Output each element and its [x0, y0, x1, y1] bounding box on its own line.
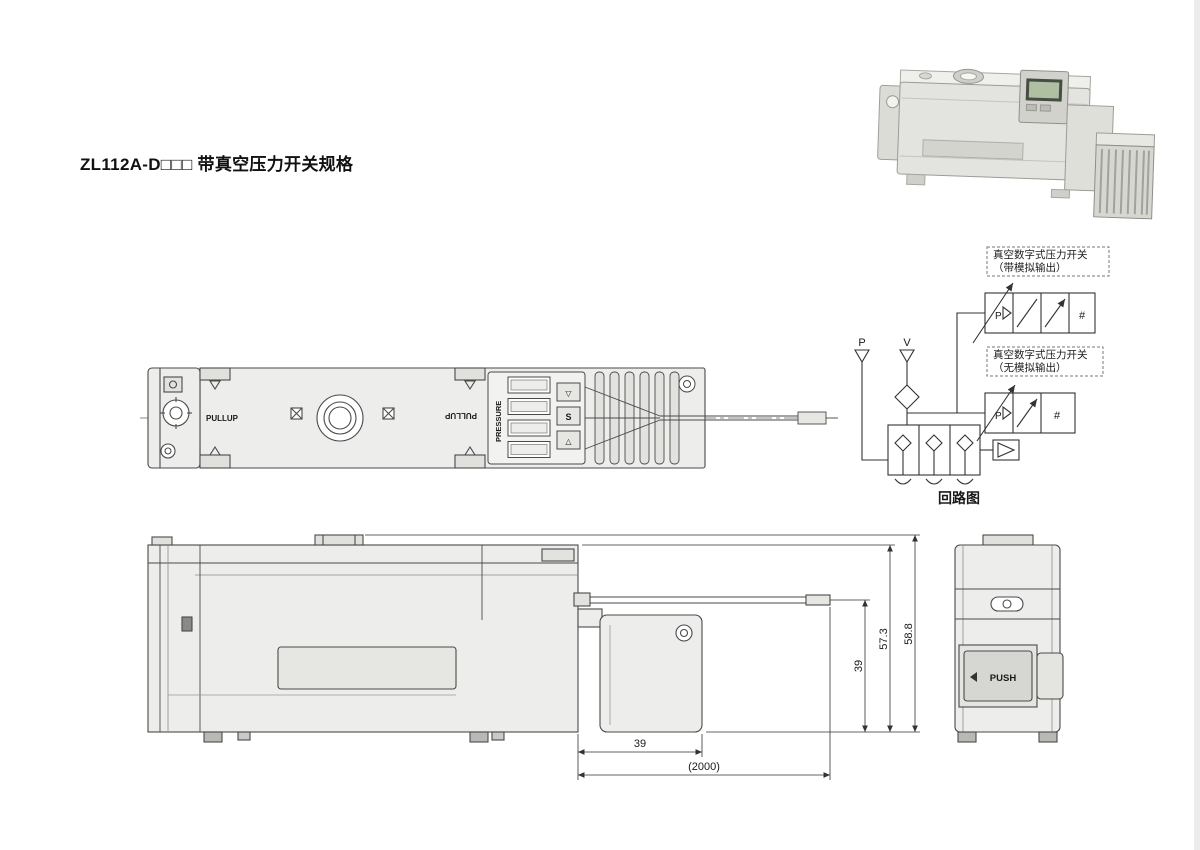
symbol-hash-bottom: # [1054, 410, 1061, 422]
product-photo-render [877, 68, 1156, 220]
product-photo [877, 68, 1156, 220]
end-view-drawing: PUSH [954, 534, 1064, 743]
page-edge-shadow [1194, 0, 1200, 850]
mark-triangle-icon [464, 445, 476, 456]
port-v-triangle-icon [899, 349, 915, 364]
mounting-foot [1038, 731, 1058, 743]
port-marker [163, 376, 183, 393]
pressure-switch-symbol-top [984, 292, 1096, 334]
dimension-lines [365, 534, 920, 780]
cable-top-view [584, 386, 838, 450]
screw-hole [675, 624, 693, 642]
adjust-arrow-icon [972, 282, 1014, 344]
symbol-hash-top: # [1079, 310, 1086, 322]
check-valve-icon [894, 434, 912, 452]
push-arrow-icon [970, 672, 977, 682]
push-label: PUSH [990, 673, 1017, 684]
exhaust-icon [894, 478, 912, 485]
screw-hole [678, 375, 696, 393]
switch-top-label-1: 真空数字式压力开关 [993, 248, 1088, 261]
end-view-body [954, 534, 1064, 743]
button-up [556, 430, 581, 450]
cable-connector [805, 594, 831, 606]
mark-triangle-icon [209, 380, 221, 391]
label-box-top [986, 246, 1110, 277]
recess-pocket [277, 646, 457, 690]
top-view-drawing: PULLUP PULLUP PRESSURE ▽ S △ [140, 367, 840, 469]
dim-cable-height: 39 [853, 660, 865, 672]
symbol-p-top: P [995, 311, 1002, 322]
mounting-hole [886, 95, 900, 109]
dim-switch-width: 39 [634, 738, 646, 750]
adjust-arrow-icon [976, 384, 1016, 442]
mark-triangle-icon [464, 380, 476, 391]
filter-icon [894, 384, 920, 410]
page-title: ZL112A-D□□□ 带真空压力开关规格 [80, 155, 354, 174]
button-set [556, 406, 581, 426]
vacuum-port [162, 399, 190, 427]
dim-body-height: 57.3 [878, 628, 890, 649]
port-p-label: P [858, 337, 865, 349]
pullup-right-label: PULLUP [444, 411, 477, 420]
symbol-p-bottom: P [995, 411, 1002, 422]
dim-total-height: 58.8 [903, 623, 915, 644]
side-tab [1036, 652, 1064, 700]
pullup-left-label: PULLUP [206, 414, 239, 423]
circuit-diagram: 真空数字式压力开关 （带模拟输出） 真空数字式压力开关 （无模拟输出） P V [854, 246, 1110, 506]
top-port-boss [314, 534, 364, 546]
port-p-triangle-icon [854, 349, 870, 364]
switch-top-label-2: （带模拟输出） [993, 261, 1067, 274]
exhaust-icon [925, 478, 943, 485]
latch-detail [181, 616, 193, 632]
button-up-icon: △ [565, 437, 572, 446]
check-valve-icon [925, 434, 943, 452]
button-down-icon: ▽ [565, 389, 572, 398]
label-strip [922, 139, 1024, 160]
button-set-label: S [565, 412, 571, 422]
cable-connector [797, 411, 827, 425]
circuit-lines [854, 282, 1096, 485]
pressure-switch-symbol-bottom [984, 392, 1076, 434]
dim-cable-length: (2000) [688, 761, 720, 773]
mounting-foot [203, 731, 223, 743]
slot-detail [990, 596, 1024, 612]
label-box-bottom [986, 346, 1104, 377]
check-valve-icon [956, 434, 974, 452]
button-down [556, 382, 581, 402]
pressure-label: PRESSURE [494, 401, 503, 442]
mounting-foot [469, 731, 489, 743]
mark-triangle-icon [209, 445, 221, 456]
cable-exit [573, 592, 591, 607]
switch-bottom-label-2: （无模拟输出） [993, 361, 1067, 374]
silencer-fins [1098, 149, 1150, 215]
switch-body-side [599, 614, 703, 733]
side-view-body [147, 534, 831, 743]
exhaust-icon [956, 478, 974, 485]
switch-module-top-view [487, 371, 586, 465]
release-button [963, 650, 1033, 702]
switch-bottom-label-1: 真空数字式压力开关 [993, 348, 1088, 361]
circuit-caption: 回路图 [938, 490, 980, 506]
port-v-label: V [903, 337, 911, 349]
silencer-symbol [992, 439, 1020, 461]
side-view-drawing: 39 (2000) 39 57.3 58.8 [147, 534, 920, 780]
mounting-foot [957, 731, 977, 743]
